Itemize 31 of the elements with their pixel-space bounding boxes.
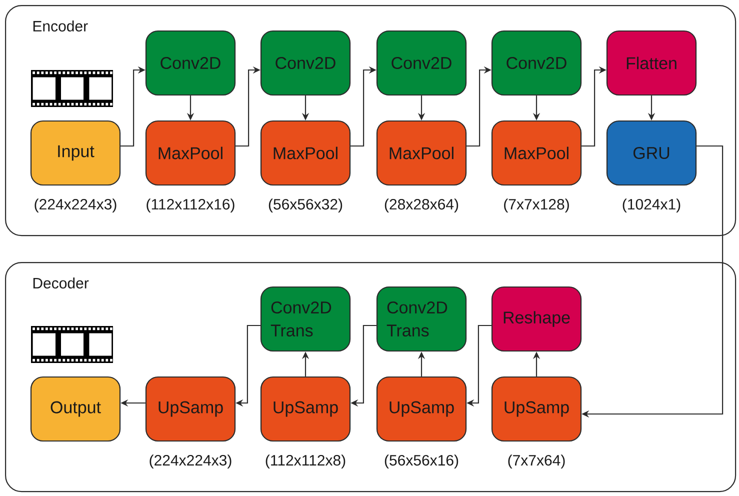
tensor-shape-label: (7x7x128) — [504, 198, 569, 213]
layer-box: GRU — [606, 120, 697, 186]
tensor-shape-label: (56x56x16) — [384, 454, 458, 469]
tensor-shape-label: (224x224x3) — [150, 454, 232, 469]
tensor-shape-label: (112x112x8) — [266, 454, 346, 469]
layer-box: Input — [30, 120, 121, 186]
tensor-shape-label: (7x7x64) — [508, 454, 565, 469]
tensor-shape-label: (224x224x3) — [34, 198, 116, 213]
layer-box: MaxPool — [145, 120, 236, 186]
layer-box: Conv2D — [145, 30, 236, 96]
tensor-shape-label: (112x112x16) — [146, 198, 234, 213]
layer-box: Output — [30, 376, 121, 442]
panel-title: Decoder — [33, 278, 89, 288]
layer-box: Conv2D — [491, 30, 582, 96]
layer-box: UpSamp — [376, 376, 467, 442]
layer-box: Conv2D Trans — [376, 286, 467, 352]
layer-box: MaxPool — [260, 120, 351, 186]
layer-box: UpSamp — [145, 376, 236, 442]
layer-box: Conv2D Trans — [260, 286, 351, 352]
layer-box: Flatten — [606, 30, 697, 96]
layer-box: UpSamp — [491, 376, 582, 442]
layer-box: Conv2D — [260, 30, 351, 96]
panel-title: Encoder — [33, 20, 88, 32]
tensor-shape-label: (56x56x32) — [268, 198, 342, 213]
layer-box: Conv2D — [376, 30, 467, 96]
layer-box: UpSamp — [260, 376, 351, 442]
tensor-shape-label: (28x28x64) — [384, 198, 458, 213]
tensor-shape-label: (1024x1) — [622, 198, 680, 213]
layer-box: MaxPool — [491, 120, 582, 186]
layer-box: Reshape — [491, 286, 582, 352]
layer-box: MaxPool — [376, 120, 467, 186]
